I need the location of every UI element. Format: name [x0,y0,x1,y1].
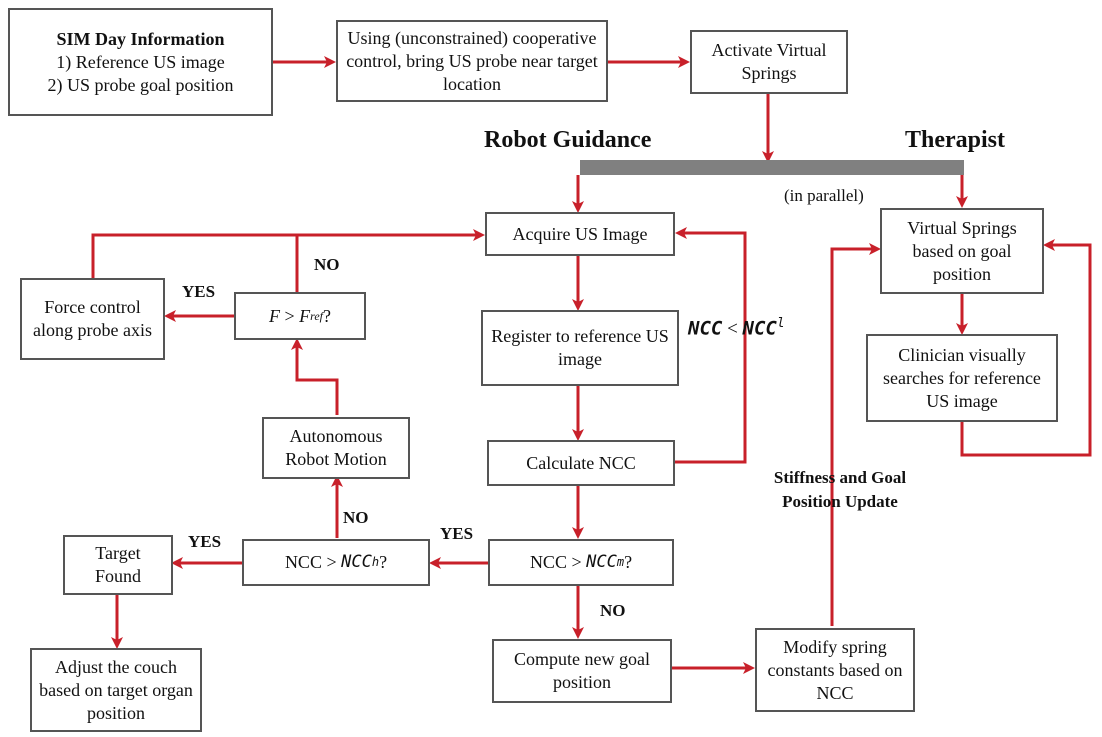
arrow-modify-to-springs [830,243,881,626]
compute-goal-box: Compute new goal position [492,639,672,703]
ncc-m-symbol: NCC [586,552,617,572]
ncc-m-prefix: NCC > [529,552,587,572]
activate-springs-text: Activate Virtual Springs [711,40,827,83]
yes-target-label: YES [188,532,222,551]
sim-day-info-box: SIM Day Information 1) Reference US imag… [8,8,273,116]
calculate-ncc-text: Calculate NCC [526,452,636,473]
no-compute-label: NO [600,601,626,620]
virtual-springs-goal-text: Virtual Springs based on goal position [907,217,1017,284]
parallel-bar [580,160,964,175]
ncc-m-question: ? [624,552,633,572]
coop-control-text: Using (unconstrained) cooperative contro… [346,27,598,94]
force-cond-question: ? [323,305,332,326]
adjust-couch-box: Adjust the couch based on target organ p… [30,648,202,732]
yes-force-label: YES [182,282,216,301]
ncc-lt-b: NCC [742,317,777,340]
force-cond-f: F [268,305,280,326]
modify-spring-text: Modify spring constants based on NCC [767,636,903,703]
clinician-search-text: Clinician visually searches for referenc… [883,344,1041,411]
sim-day-item-1: 1) Reference US image [56,51,225,72]
clinician-search-box: Clinician visually searches for referenc… [866,334,1058,422]
yes-nccm-label: YES [440,524,474,543]
no-ncch-label: NO [343,508,369,527]
ncc-h-prefix: NCC > [284,552,342,572]
force-cond-fref: F [299,305,311,326]
autonomous-motion-text: Autonomous Robot Motion [285,426,387,469]
arrow-autonomous-to-fcond [291,338,339,415]
ncc-lt-sup: l [776,316,785,331]
ncc-lt-a: NCC [688,317,723,340]
ncc-h-question: ? [379,552,388,572]
force-control-box: Force control along probe axis [20,278,165,360]
robot-guidance-header: Robot Guidance [484,127,652,153]
activate-springs-box: Activate Virtual Springs [690,30,848,94]
sim-day-title: SIM Day Information [56,28,225,49]
target-found-box: Target Found [63,535,173,595]
ncc-lt-op: < [722,318,743,340]
ncc-lt-nccl-label: NCC < NCCl [688,316,785,341]
acquire-us-image-text: Acquire US Image [512,223,648,244]
adjust-couch-text: Adjust the couch based on target organ p… [39,656,193,723]
calculate-ncc-box: Calculate NCC [487,440,675,486]
compute-goal-text: Compute new goal position [514,649,650,692]
stiffness-update-label: Stiffness and Goal Position Update [773,468,907,511]
arrow-force-to-acquire [91,229,485,278]
register-box: Register to reference US image [481,310,679,386]
sim-day-item-2: 2) US probe goal position [47,74,234,95]
no-force-label: NO [314,255,340,274]
ncc-m-sup: m [616,555,625,569]
force-cond-gt: > [279,305,300,326]
register-text: Register to reference US image [491,326,669,369]
force-cond-sub: ref [310,308,324,323]
virtual-springs-goal-box: Virtual Springs based on goal position [880,208,1044,294]
modify-spring-box: Modify spring constants based on NCC [755,628,915,712]
acquire-us-image-box: Acquire US Image [485,212,675,256]
arrow-clinician-loop-to-springs [960,239,1092,457]
therapist-header: Therapist [905,127,1006,153]
arrow-calc-loop-to-acquire [675,227,747,464]
ncc-h-sup: h [371,555,380,569]
coop-control-box: Using (unconstrained) cooperative contro… [336,20,608,102]
target-found-text: Target Found [94,543,141,586]
autonomous-motion-box: Autonomous Robot Motion [262,417,410,479]
force-control-text: Force control along probe axis [33,297,152,340]
ncc-h-symbol: NCC [341,552,372,572]
in-parallel-label: (in parallel) [784,186,864,205]
